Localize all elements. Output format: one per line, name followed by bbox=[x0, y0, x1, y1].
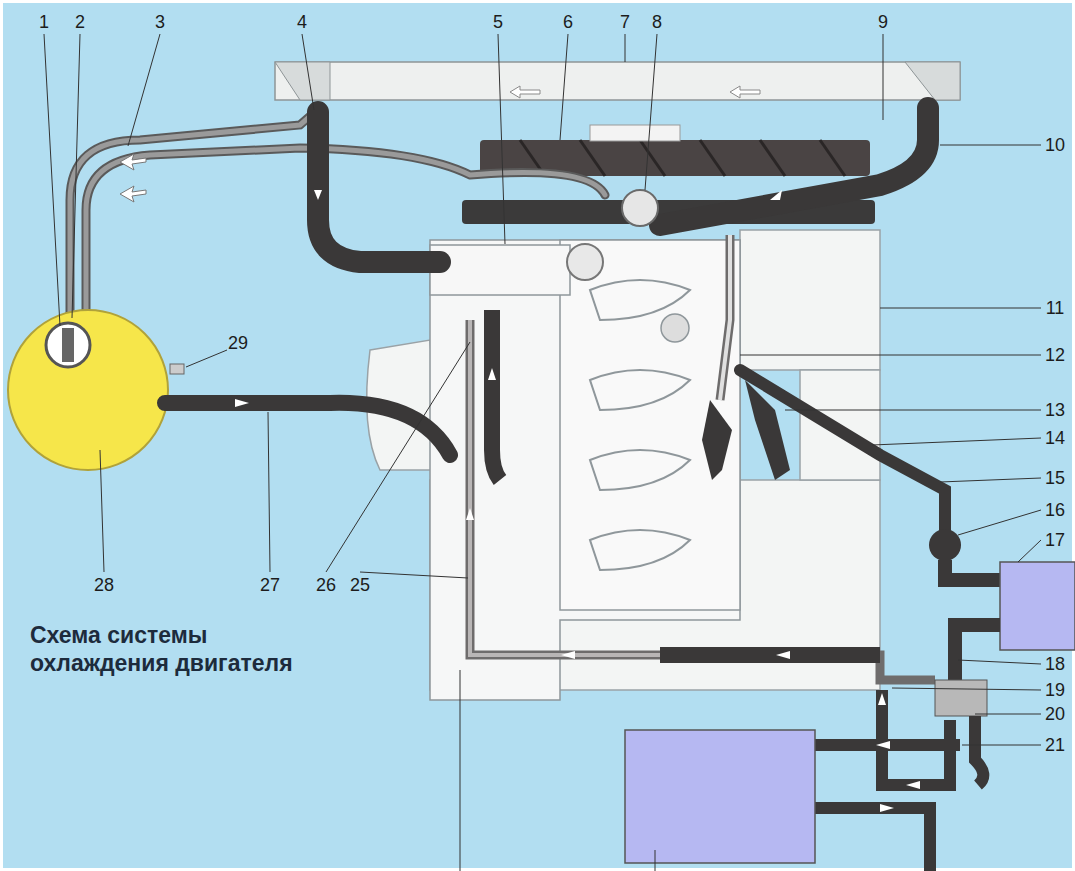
callout-number: 27 bbox=[258, 575, 282, 595]
callout-number: 17 bbox=[1043, 530, 1067, 550]
callout-number: 28 bbox=[92, 575, 116, 595]
callout-number: 4 bbox=[295, 12, 309, 32]
callout-number: 12 bbox=[1043, 345, 1067, 365]
callout-number: 18 bbox=[1043, 654, 1067, 674]
callout-number: 10 bbox=[1043, 135, 1067, 155]
callout-number: 2 bbox=[73, 12, 87, 32]
callout-number: 9 bbox=[876, 12, 890, 32]
callout-number: 16 bbox=[1043, 500, 1067, 520]
callout-number: 13 bbox=[1043, 400, 1067, 420]
callout-number: 21 bbox=[1043, 735, 1067, 755]
callout-number: 19 bbox=[1043, 680, 1067, 700]
callout-number: 8 bbox=[650, 12, 664, 32]
callout-number: 26 bbox=[314, 575, 338, 595]
callout-number: 15 bbox=[1043, 468, 1067, 488]
callout-number: 7 bbox=[618, 12, 632, 32]
callout-number: 3 bbox=[153, 12, 167, 32]
callout-number: 6 bbox=[561, 12, 575, 32]
callout-number: 5 bbox=[491, 12, 505, 32]
callout-number: 1 bbox=[37, 12, 51, 32]
callout-number: 29 bbox=[226, 333, 250, 353]
callout-number: 20 bbox=[1043, 704, 1067, 724]
callout-number: 14 bbox=[1043, 428, 1067, 448]
callout-number: 25 bbox=[348, 575, 372, 595]
diagram-title: Схема системы охлаждения двигателя bbox=[30, 622, 315, 677]
callout-number: 11 bbox=[1044, 298, 1067, 318]
